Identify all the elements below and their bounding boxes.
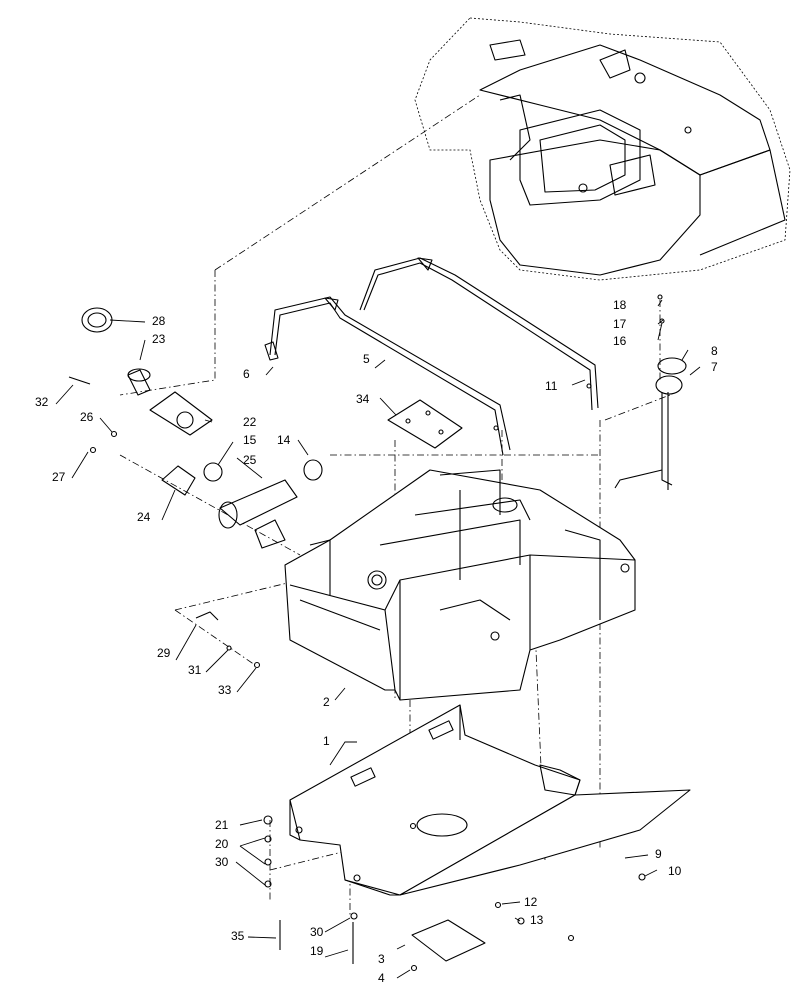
callout-14: 14 [277, 433, 291, 447]
hardware [68, 294, 665, 972]
callout-15: 15 [243, 433, 257, 447]
mounting-plate [289, 704, 581, 896]
callout-8: 8 [711, 344, 718, 358]
callout-31: 31 [188, 663, 202, 677]
callout-12: 12 [524, 895, 538, 909]
callout-leaders [55, 299, 701, 979]
callout-24: 24 [137, 510, 151, 524]
callout-32: 32 [35, 395, 49, 409]
fuel-sender-assembly [614, 357, 687, 490]
callout-7: 7 [711, 360, 718, 374]
callout-17: 17 [613, 317, 627, 331]
callout-3: 3 [378, 952, 385, 966]
tank-straps [264, 257, 599, 456]
callout-26: 26 [80, 410, 94, 424]
callout-22: 22 [243, 415, 257, 429]
callout-11: 11 [545, 379, 558, 393]
callout-13: 13 [530, 913, 544, 927]
plate-extension [399, 789, 691, 896]
callout-29: 29 [157, 646, 171, 660]
callout-34: 34 [356, 392, 370, 406]
callout-16: 16 [613, 334, 627, 348]
callout-10: 10 [668, 864, 682, 878]
fuel-tank [284, 469, 636, 701]
callout-25: 25 [243, 453, 257, 467]
callout-20: 20 [215, 837, 229, 851]
access-cover-3 [411, 919, 486, 962]
callout-19: 19 [310, 944, 324, 958]
callout-4: 4 [378, 971, 385, 985]
callout-21: 21 [215, 818, 229, 832]
callout-28: 28 [152, 314, 166, 328]
callout-9: 9 [655, 847, 662, 861]
callout-6: 6 [243, 367, 250, 381]
cover-plate-34 [387, 399, 463, 449]
callout-27: 27 [52, 470, 66, 484]
callout-labels: 1 2 3 4 5 6 7 8 9 10 11 12 13 14 15 16 1… [35, 298, 718, 985]
callout-5: 5 [363, 352, 370, 366]
callout-30-lower: 30 [310, 925, 324, 939]
callout-30-upper: 30 [215, 855, 229, 869]
chassis-frame-reference [414, 17, 791, 281]
callout-23: 23 [152, 332, 166, 346]
callout-18: 18 [613, 298, 627, 312]
callout-33: 33 [218, 683, 232, 697]
callout-35: 35 [231, 929, 245, 943]
callout-1: 1 [323, 734, 330, 748]
callout-2: 2 [323, 695, 330, 709]
